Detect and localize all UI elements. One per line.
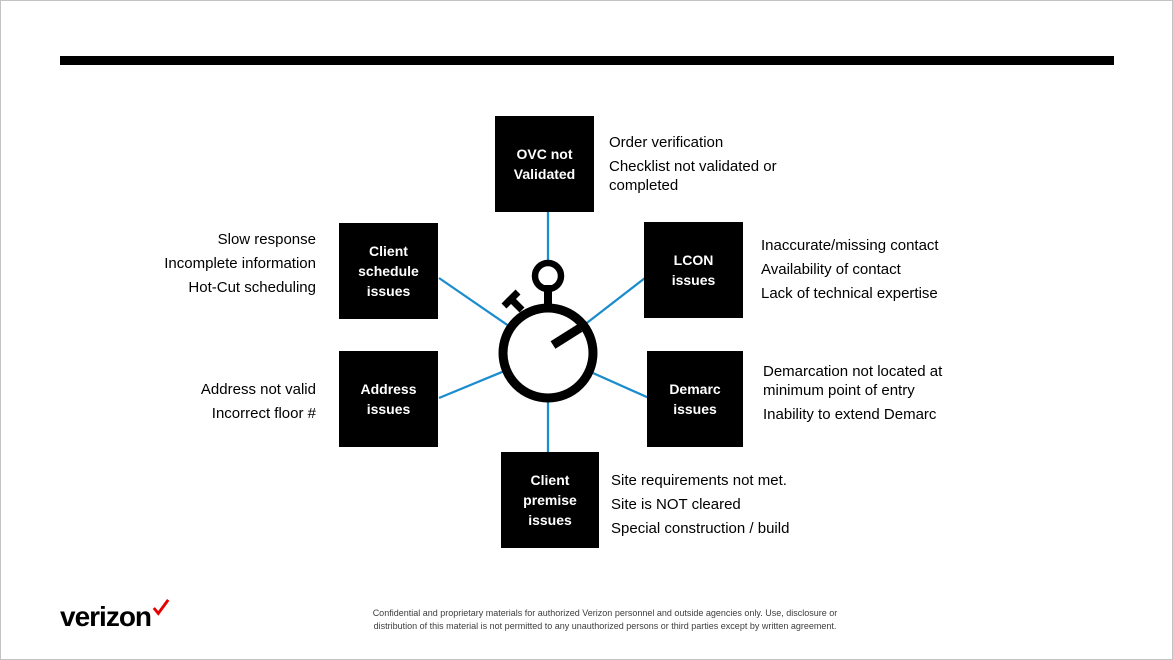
node-label-line: Address xyxy=(360,381,417,397)
desc-line: Order verification xyxy=(609,134,724,151)
desc-line: Inaccurate/missing contact xyxy=(761,237,939,254)
desc-line: Incorrect floor # xyxy=(211,405,316,422)
node-label-line: issues xyxy=(673,401,717,417)
stopwatch-icon xyxy=(498,259,598,403)
node-lcon-issues: LCON issues xyxy=(644,222,743,318)
desc-line: Site requirements not met. xyxy=(611,472,787,489)
desc-line: Inability to extend Demarc xyxy=(763,406,937,423)
desc-line: Lack of technical expertise xyxy=(761,285,938,302)
node-client-schedule-issues: Client schedule issues xyxy=(339,223,438,319)
desc-ovc-not-validated: Order verification Checklist not validat… xyxy=(609,133,814,200)
node-label-line: issues xyxy=(671,272,716,288)
desc-client-schedule-issues: Slow response Incomplete information Hot… xyxy=(56,230,316,302)
node-label-line: LCON xyxy=(673,252,714,268)
desc-lcon-issues: Inaccurate/missing contact Availability … xyxy=(761,236,1001,308)
desc-line: Incomplete information xyxy=(164,255,316,272)
desc-line: Hot-Cut scheduling xyxy=(188,279,316,296)
node-address-issues: Address issues xyxy=(339,351,438,447)
verizon-logo: verizon xyxy=(60,599,170,633)
node-label-line: issues xyxy=(366,401,411,417)
node-demarc-issues: Demarc issues xyxy=(647,351,743,447)
node-client-premise-issues: Client premise issues xyxy=(501,452,599,548)
desc-line: Checklist not validated or completed xyxy=(609,158,777,194)
node-label-line: issues xyxy=(528,512,572,528)
desc-line: Address not valid xyxy=(200,381,316,398)
node-label-line: issues xyxy=(366,283,411,299)
desc-demarc-issues: Demarcation not located at minimum point… xyxy=(763,362,978,429)
node-label-line: Client xyxy=(530,472,570,488)
node-label-line: Demarc xyxy=(669,381,721,397)
top-divider-bar xyxy=(60,56,1114,65)
node-ovc-not-validated: OVC not Validated xyxy=(495,116,594,212)
node-label-line: Client xyxy=(369,243,408,259)
verizon-logo-text: verizon xyxy=(60,601,152,632)
node-label-line: OVC not xyxy=(516,146,573,162)
desc-address-issues: Address not valid Incorrect floor # xyxy=(96,380,316,428)
node-label-line: premise xyxy=(523,492,577,508)
desc-line: Demarcation not located at minimum point… xyxy=(763,363,943,399)
desc-client-premise-issues: Site requirements not met. Site is NOT c… xyxy=(611,471,851,543)
confidentiality-disclaimer: Confidential and proprietary materials f… xyxy=(372,608,838,631)
desc-line: Site is NOT cleared xyxy=(611,496,741,513)
node-label-line: schedule xyxy=(358,263,419,279)
verizon-checkmark-icon xyxy=(152,599,170,616)
desc-line: Slow response xyxy=(217,231,316,248)
desc-line: Special construction / build xyxy=(611,520,790,537)
desc-line: Availability of contact xyxy=(761,261,901,278)
node-label-line: Validated xyxy=(513,166,576,182)
